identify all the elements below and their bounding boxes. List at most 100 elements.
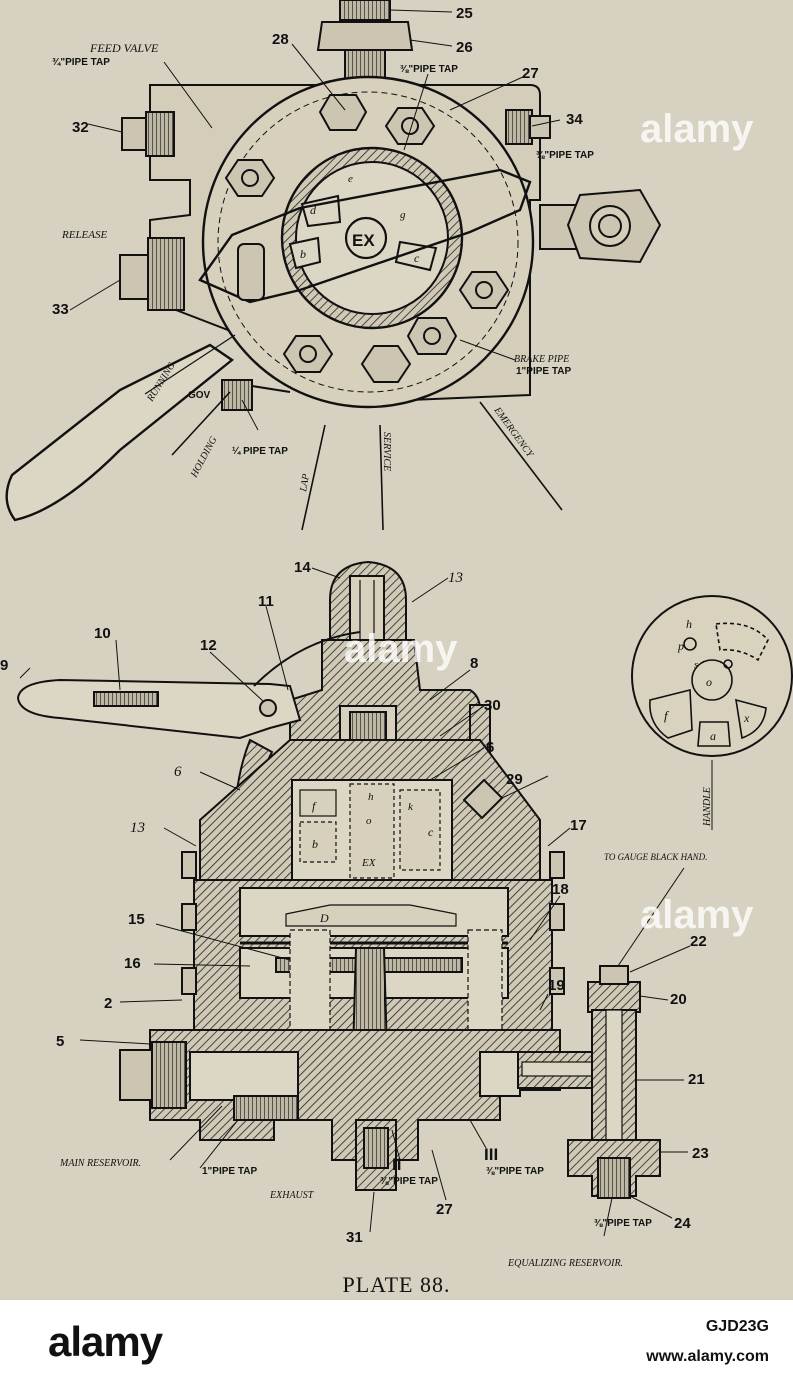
handle-face-port-p — [683, 637, 697, 651]
handle-label-p: p — [677, 639, 684, 653]
label-8: 8 — [470, 655, 478, 672]
label-port-h: h — [368, 791, 374, 803]
label-tap-iii: ⅜"PIPE TAP — [486, 1166, 544, 1177]
label-tap-24: ⅜"PIPE TAP — [594, 1218, 652, 1229]
nut-20 — [587, 981, 641, 1013]
handle-slot — [237, 243, 265, 301]
label-12: 12 — [200, 637, 217, 654]
port-f-box — [299, 789, 337, 817]
section-leader-lines — [19, 567, 691, 1237]
section-view — [16, 560, 661, 1199]
label-brake-pipe-tap: 1"PIPE TAP — [516, 366, 571, 377]
plate-illustration: 25 26 28 27 ⅜"PIPE TAP FEED VALVE ¾"PIPE… — [0, 0, 793, 1300]
gov-port-line — [251, 385, 291, 393]
label-27: 27 — [522, 65, 539, 82]
label-port-g: g — [400, 209, 406, 221]
label-15: 15 — [128, 911, 145, 928]
plug-5 — [119, 1049, 157, 1101]
label-31: 31 — [346, 1229, 363, 1246]
ray-emergency — [479, 401, 563, 511]
handle-face-port-a — [697, 721, 731, 747]
port-33-nut — [119, 254, 153, 300]
handle-face-disk — [631, 595, 793, 757]
watermark-middle: alamy — [344, 627, 458, 671]
label-port-o: o — [366, 815, 372, 827]
handle-lever-9 — [16, 678, 302, 740]
label-22: 22 — [690, 933, 707, 950]
ray-service — [379, 424, 384, 531]
latch-rod-11 — [253, 631, 361, 687]
housing-bolts — [224, 94, 510, 383]
diagram-svg: 25 26 28 27 ⅜"PIPE TAP FEED VALVE ¾"PIPE… — [0, 0, 793, 1269]
label-port-c: c — [414, 251, 420, 265]
label-6b: 6 — [174, 764, 182, 780]
watermarks: alamy alamy alamy — [344, 107, 754, 937]
label-emergency: EMERGENCY — [491, 404, 536, 460]
label-13: 13 — [448, 570, 463, 586]
exhaust-port-ring — [344, 216, 388, 260]
label-one-pipe-tap: 1"PIPE TAP — [202, 1166, 257, 1177]
label-port-b-section: b — [312, 837, 318, 851]
handle-grip — [5, 343, 235, 522]
label-quarter-pipe-tap: ¼ PIPE TAP — [232, 446, 288, 457]
label-gov: GOV — [188, 390, 211, 401]
label-pipe-tap-34: ⅜"PIPE TAP — [536, 150, 594, 161]
handle-face-cavity — [715, 622, 769, 662]
ray-running — [144, 334, 236, 395]
housing-dashed-ring — [217, 91, 519, 393]
pin-12 — [259, 699, 277, 717]
right-passage-lower — [467, 929, 503, 1031]
label-brake-pipe: BRAKE PIPE — [514, 354, 569, 365]
exhaust-thread — [363, 1127, 389, 1169]
label-14: 14 — [294, 559, 311, 576]
port-b-box — [299, 821, 337, 863]
handle-label: HANDLE — [702, 787, 713, 827]
label-port-b: b — [300, 247, 306, 261]
spring-8 — [349, 711, 387, 741]
port-34-thread — [505, 109, 533, 145]
lower-right-chamber — [479, 1051, 521, 1097]
site-url: www.alamy.com — [646, 1348, 769, 1365]
label-service: SERVICE — [381, 432, 392, 471]
label-6: 6 — [486, 739, 494, 756]
label-port-e: e — [348, 173, 353, 185]
label-lap: LAP — [298, 473, 312, 493]
label-port-f: f — [312, 799, 317, 813]
hex-nut-26 — [316, 21, 414, 51]
plug-5-thread — [151, 1041, 187, 1109]
label-roman-3: III — [484, 1145, 498, 1164]
label-10: 10 — [94, 625, 111, 642]
top-stem-thread — [339, 0, 391, 21]
watermark-top: alamy — [640, 107, 754, 151]
stem-thread-lower — [344, 49, 386, 81]
brake-pipe-center — [598, 214, 622, 238]
label-2: 2 — [104, 995, 112, 1012]
label-33: 33 — [52, 301, 69, 318]
label-roman-2: II — [392, 1155, 401, 1174]
handle-arm-outline — [198, 168, 532, 304]
top-leader-lines — [69, 9, 561, 431]
label-24: 24 — [674, 1215, 691, 1232]
handle-face-port-x — [735, 698, 767, 740]
label-feed-pipe-tap: ¾"PIPE TAP — [52, 57, 110, 68]
port-d-shape — [300, 194, 342, 228]
handle-label-f: f — [664, 708, 670, 723]
label-16: 16 — [124, 955, 141, 972]
body-ribs — [181, 851, 565, 995]
cap-22 — [599, 965, 629, 985]
label-13b: 13 — [130, 820, 145, 836]
center-port-box — [349, 783, 395, 879]
handle-face-port-small — [723, 659, 733, 669]
label-main-reservoir: MAIN RESERVOIR. — [59, 1158, 141, 1169]
port-34-cap — [529, 115, 551, 139]
label-tap-ii: ⅜"PIPE TAP — [380, 1176, 438, 1187]
label-port-d: d — [310, 203, 317, 217]
label-18: 18 — [552, 881, 569, 898]
label-25: 25 — [456, 5, 473, 22]
label-32: 32 — [72, 119, 89, 136]
label-chamber-d: D — [319, 911, 329, 925]
label-top-pipe-tap: ⅜"PIPE TAP — [400, 64, 458, 75]
label-17: 17 — [570, 817, 587, 834]
label-port-c-section: c — [428, 825, 434, 839]
